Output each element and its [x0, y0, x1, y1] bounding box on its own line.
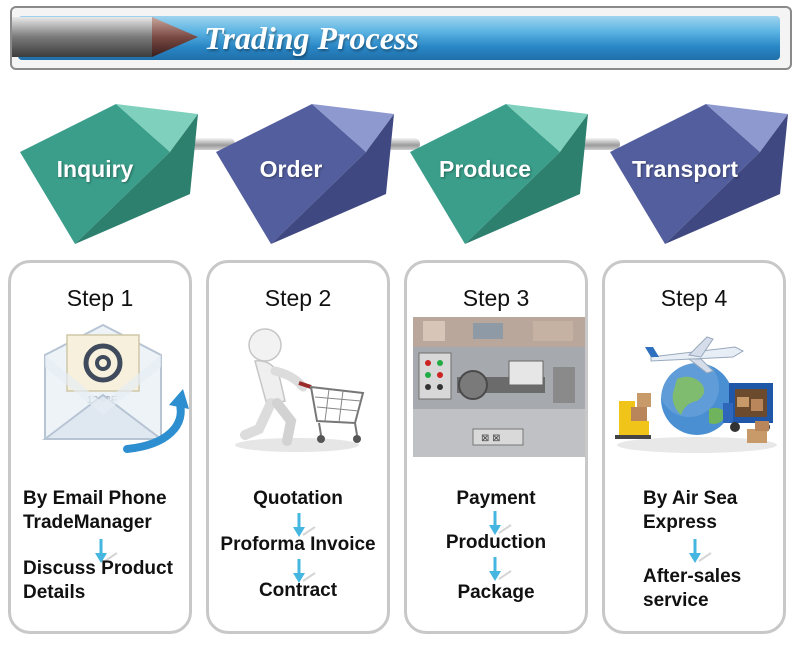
down-arrow-icon — [489, 511, 512, 535]
step-text-line: Payment — [456, 488, 536, 509]
step-title: Step 2 — [264, 285, 332, 311]
step-card-3: Step 3 ⊠ ⊠ Payment Production Package — [404, 260, 588, 634]
title-banner: Trading Process — [10, 6, 792, 70]
step-text-line: Package — [457, 582, 535, 603]
down-arrow-icon — [293, 559, 316, 583]
globe-logistics-icon — [615, 336, 777, 453]
step-text-line: Quotation — [253, 488, 343, 509]
stage-label: Order — [259, 156, 323, 182]
lathe-machine-icon: ⊠ ⊠ — [413, 317, 585, 457]
step-text-line: service — [643, 590, 709, 611]
svg-text:⊠ ⊠: ⊠ ⊠ — [481, 433, 501, 444]
down-arrow-icon — [95, 539, 118, 563]
pen-icon — [12, 17, 198, 57]
step-text-line: By Air Sea — [643, 488, 738, 509]
email-envelope-icon: 123RF — [42, 323, 189, 453]
banner-title: Trading Process — [204, 20, 419, 56]
step-text-line: Contract — [258, 580, 338, 601]
stage-cube-produce: Produce — [410, 92, 590, 244]
step-text-line: Proforma Invoice — [220, 534, 376, 555]
step-card-2: Step 2 Quotation Proforma Invoice Contra… — [206, 260, 390, 634]
stage-label: Produce — [438, 156, 532, 182]
step-text-line: After-sales — [643, 566, 742, 587]
step-text-line: Express — [643, 512, 717, 533]
step-card-1: Step 1 123RF By Email Phone TradeManager… — [8, 260, 192, 634]
step-card-4: Step 4 By Air Sea Express After-sales se… — [602, 260, 786, 634]
stage-cube-inquiry: Inquiry — [20, 92, 200, 244]
step-text-line: Discuss Product — [23, 558, 173, 579]
step-text-line: Production — [445, 532, 547, 553]
stage-cube-order: Order — [216, 92, 396, 244]
step-title: Step 1 — [66, 285, 134, 311]
stage-cube-transport: Transport — [610, 92, 790, 244]
person-with-cart-icon — [235, 328, 365, 452]
step-title: Step 3 — [462, 285, 530, 311]
stage-label: Inquiry — [56, 156, 134, 182]
down-arrow-icon — [489, 557, 512, 581]
step-text-line: By Email Phone — [23, 488, 167, 509]
stage-label: Transport — [631, 156, 739, 182]
step-title: Step 4 — [660, 285, 728, 311]
step-text-line: TradeManager — [23, 512, 152, 533]
down-arrow-icon — [293, 513, 316, 537]
down-arrow-icon — [689, 539, 712, 563]
step-text-line: Details — [23, 582, 86, 603]
